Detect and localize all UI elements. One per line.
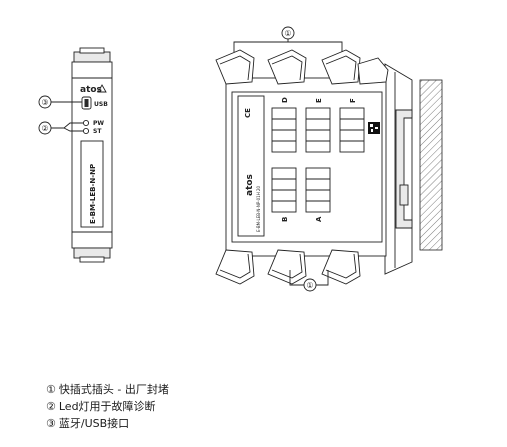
block-a-label: A [315, 216, 323, 222]
callout-3: ③ [38, 95, 82, 109]
din-rail-wall [419, 79, 443, 251]
terminal-blocks-lower: B A [271, 167, 331, 222]
legend-text-3: 蓝牙/USB接口 [58, 417, 130, 430]
block-b-label: B [281, 217, 289, 222]
front-top-latch [79, 47, 105, 54]
qr-code-icon [368, 122, 380, 134]
front-model-label-box [80, 140, 104, 228]
callout-1-top: ① [233, 26, 343, 52]
side-model-label: E-BM-LEB-N-NP-01H 20 [256, 185, 261, 232]
led-st-icon [82, 127, 90, 135]
legend-text-2: Led灯用于故障诊断 [58, 400, 156, 413]
top-connectors [215, 49, 389, 85]
terminal-blocks-upper: D E F [271, 97, 365, 153]
led-st-label: ST [93, 128, 102, 135]
block-e-label: E [315, 98, 323, 103]
callout-1-bottom-number: ① [306, 281, 313, 290]
side-brand: atos [245, 174, 255, 196]
front-brand: atos [80, 85, 102, 95]
legend-text-1: 快插式插头 - 出厂封堵 [58, 383, 169, 396]
callout-2: ② [38, 121, 83, 135]
led-pw-icon [82, 119, 90, 127]
front-bottom-latch [79, 256, 105, 263]
bottom-connectors [215, 249, 361, 285]
ce-mark: CE [244, 108, 252, 118]
side-label-strip [237, 95, 265, 237]
front-model-label: E-BM-LEB-N-NP [89, 164, 97, 224]
callout-1-top-number: ① [284, 29, 291, 38]
block-d-label: D [281, 97, 289, 103]
callout-2-number: ② [41, 124, 48, 133]
front-view-module: atos USB PW ST E-BM-LEB-N-NP [71, 47, 113, 263]
legend-num-2: ② [46, 400, 56, 413]
legend-num-3: ③ [46, 417, 56, 430]
block-f-label: F [349, 98, 357, 103]
front-bottom-clip [73, 247, 111, 259]
warning-triangle-icon [97, 84, 107, 93]
callout-3-number: ③ [41, 98, 48, 107]
side-view-module: D E F B A atos E-BM-LEB-N-NP-01H 20 CE [215, 49, 443, 285]
callout-1-bottom: ① [289, 270, 329, 292]
usb-label: USB [94, 101, 108, 108]
front-top-clip [73, 51, 111, 63]
led-pw-label: PW [93, 120, 104, 127]
legend-num-1: ① [46, 383, 56, 396]
